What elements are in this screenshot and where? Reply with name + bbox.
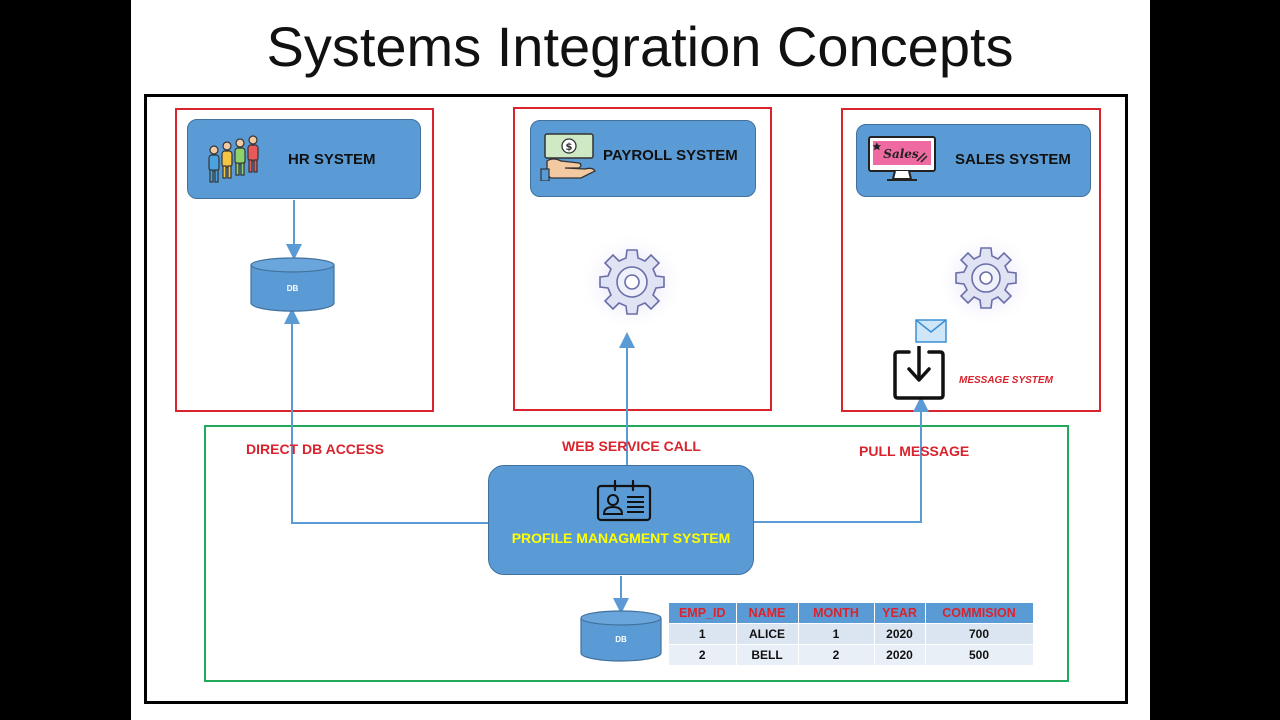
commission-table: EMP_ID NAME MONTH YEAR COMMISION 1 ALICE…	[669, 603, 1034, 665]
table-cell: BELL	[736, 644, 799, 665]
table-cell: 700	[925, 623, 1034, 645]
hr-system-box[interactable]: HR SYSTEM	[187, 119, 421, 199]
people-group-icon	[204, 132, 268, 190]
table-cell: 2	[669, 644, 737, 665]
id-card-icon	[596, 479, 652, 527]
table-cell: 1	[798, 623, 875, 645]
profile-db-label: DB	[615, 635, 627, 644]
table-header-row: EMP_ID NAME MONTH YEAR COMMISION	[669, 603, 1034, 624]
svg-text:$: $	[566, 142, 573, 153]
table-cell: 2020	[874, 644, 926, 665]
table-cell: 500	[925, 644, 1034, 665]
table-row: 2 BELL 2 2020 500	[669, 644, 1034, 665]
table-cell: 2	[798, 644, 875, 665]
sales-container	[841, 108, 1101, 412]
table-header-cell: NAME	[736, 603, 799, 624]
table-header-cell: COMMISION	[925, 603, 1034, 624]
svg-text:Sales: Sales	[883, 147, 919, 161]
profile-container	[204, 425, 1069, 682]
payroll-system-box[interactable]: $ PAYROLL SYSTEM	[530, 120, 756, 197]
profile-management-system-box[interactable]: PROFILE MANAGMENT SYSTEM	[488, 465, 754, 575]
diagram-frame	[144, 94, 1128, 704]
table-header-cell: MONTH	[798, 603, 875, 624]
message-system-label: MESSAGE SYSTEM	[959, 375, 1053, 386]
table-header-cell: YEAR	[874, 603, 926, 624]
web-service-call-label: WEB SERVICE CALL	[562, 438, 701, 454]
sales-gear-icon	[936, 232, 1036, 333]
sales-system-box[interactable]: Sales SALES SYSTEM	[856, 124, 1091, 197]
direct-db-access-label: DIRECT DB ACCESS	[246, 441, 384, 457]
table-row: 1 ALICE 1 2020 700	[669, 623, 1034, 645]
pull-message-label: PULL MESSAGE	[859, 443, 970, 459]
hr-db-label: DB	[286, 284, 299, 293]
sales-system-label: SALES SYSTEM	[955, 151, 1071, 168]
sales-monitor-icon: Sales	[867, 134, 937, 188]
payroll-container	[513, 107, 772, 411]
hr-database: DB	[250, 257, 335, 313]
profile-management-system-label: PROFILE MANAGMENT SYSTEM	[511, 530, 731, 546]
envelope-icon	[915, 319, 947, 348]
profile-database: DB	[580, 610, 662, 662]
payroll-gear-icon	[578, 232, 686, 337]
cash-hand-icon: $	[539, 131, 599, 185]
inbox-download-icon	[892, 345, 948, 407]
table-cell: 2020	[874, 623, 926, 645]
page-title: Systems Integration Concepts	[266, 15, 1014, 78]
table-header-cell: EMP_ID	[669, 603, 737, 624]
hr-system-label: HR SYSTEM	[288, 151, 376, 168]
payroll-system-label: PAYROLL SYSTEM	[603, 147, 738, 164]
table-cell: 1	[669, 623, 737, 645]
table-cell: ALICE	[736, 623, 799, 645]
